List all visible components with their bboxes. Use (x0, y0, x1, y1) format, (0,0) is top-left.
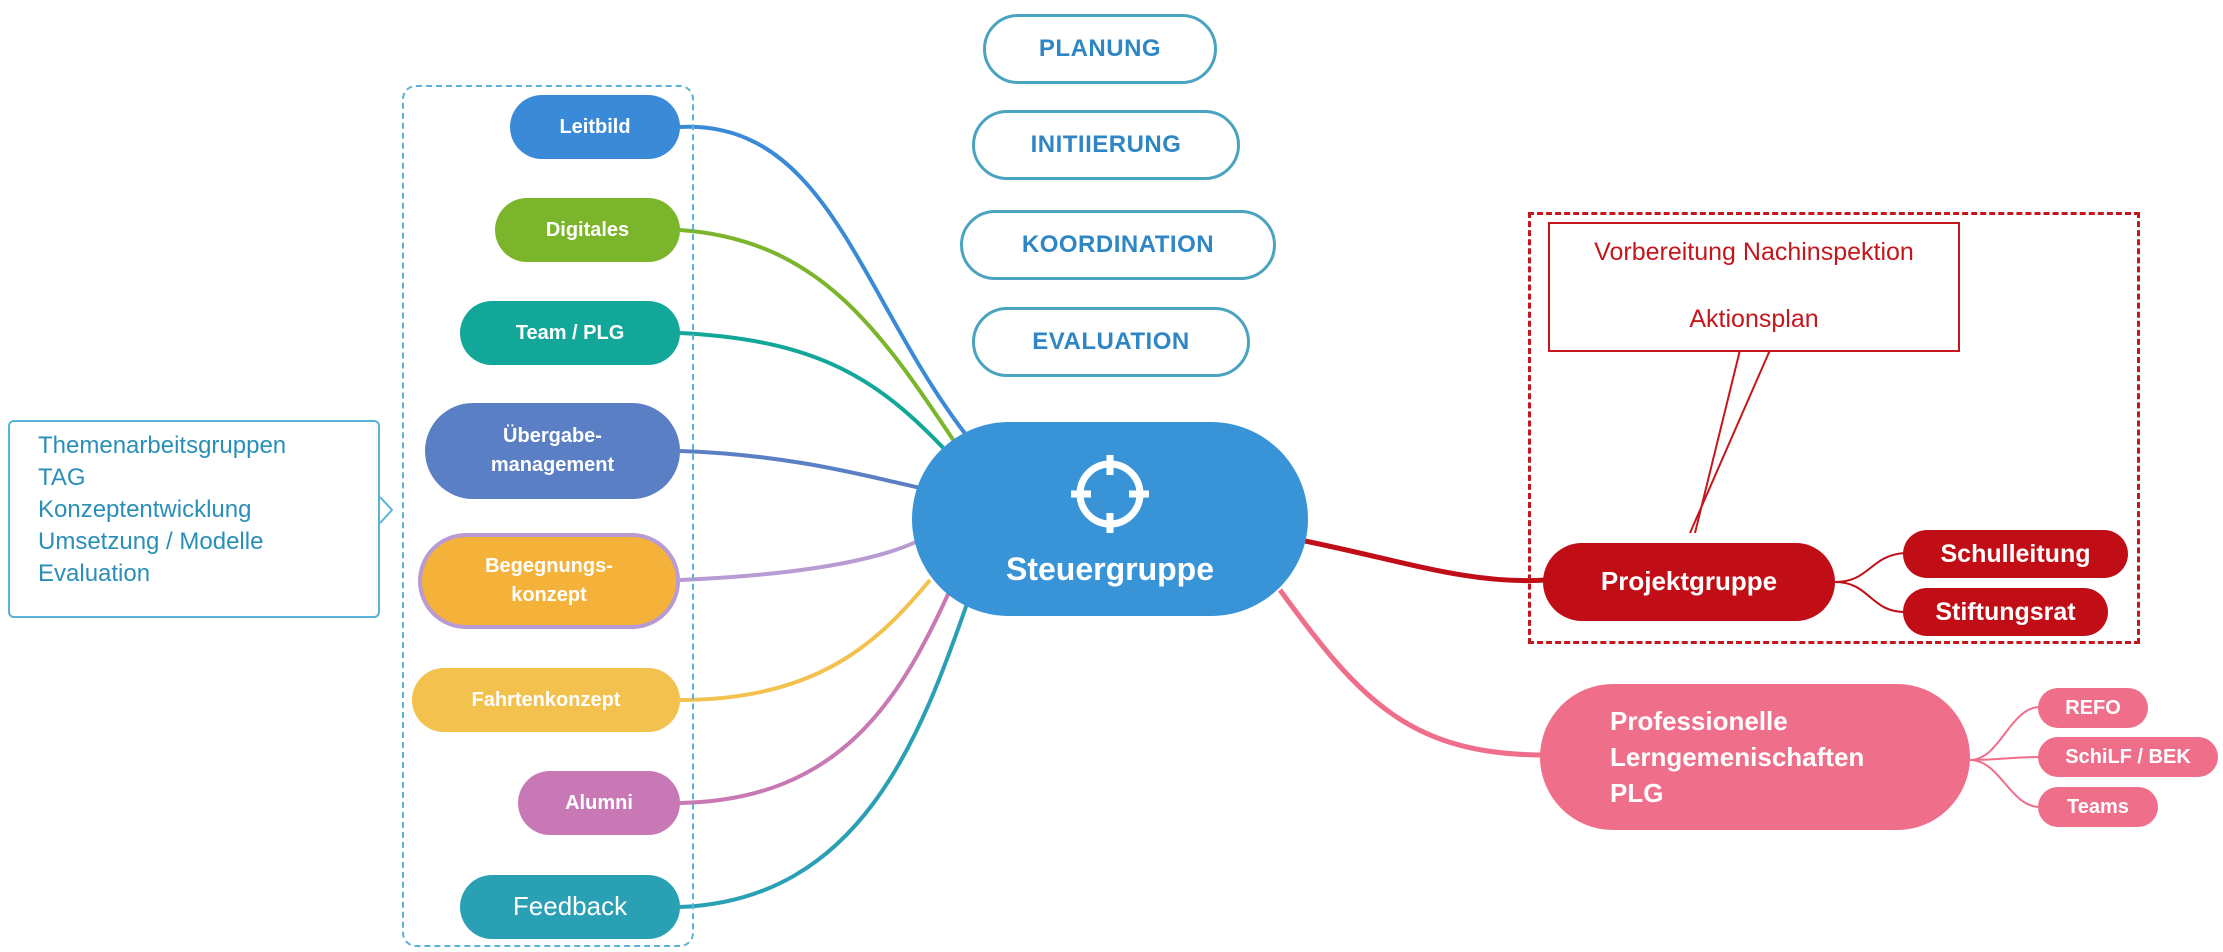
node-teams[interactable]: Teams (2038, 787, 2158, 827)
link-uebergabe (679, 449, 931, 492)
link-leitbild (679, 124, 972, 442)
link-team (679, 331, 952, 457)
link-plg (1277, 588, 1546, 758)
link-fahrten (679, 578, 932, 702)
callout-projekt-line-1: Vorbereitung Nachinspektion (1594, 238, 1914, 266)
callout-projekt-box (1548, 222, 1960, 352)
role-evaluation: EVALUATION (972, 307, 1250, 377)
callout-left-text: Themenarbeitsgruppen TAG Konzeptentwickl… (38, 432, 287, 587)
link-schilf (1969, 756, 2041, 761)
link-teams (1969, 759, 2041, 808)
node-feedback[interactable]: Feedback (460, 875, 680, 939)
role-initiierung: INITIIERUNG (972, 110, 1240, 180)
node-team-plg[interactable]: Team / PLG (460, 301, 680, 365)
link-feedback (679, 594, 972, 909)
node-leitbild[interactable]: Leitbild (510, 95, 680, 159)
link-projekt (1299, 537, 1546, 584)
node-digitales[interactable]: Digitales (495, 198, 680, 262)
central-node[interactable]: Steuergruppe (912, 422, 1308, 616)
callout-pointer-left (379, 496, 394, 524)
node-uebergabe[interactable]: Übergabe- management (425, 403, 680, 499)
node-projektgruppe[interactable]: Projektgruppe (1543, 543, 1835, 621)
crosshair-icon (1071, 454, 1149, 533)
node-schilf-bek[interactable]: SchiLF / BEK (2038, 737, 2218, 777)
node-alumni[interactable]: Alumni (518, 771, 680, 835)
node-begegnung[interactable]: Begegnungs- konzept (418, 533, 680, 629)
role-koordination: KOORDINATION (960, 210, 1276, 280)
left-group-box (402, 85, 694, 947)
role-planung: PLANUNG (983, 14, 1217, 84)
callout-projekt-line-2: Aktionsplan (1689, 305, 1819, 333)
node-schulleitung[interactable]: Schulleitung (1903, 530, 2128, 578)
node-stiftungsrat[interactable]: Stiftungsrat (1903, 588, 2108, 636)
link-stiftungsrat (1834, 581, 1906, 613)
node-refo[interactable]: REFO (2038, 688, 2148, 728)
link-digitales (679, 228, 962, 452)
link-refo (1969, 706, 2041, 761)
projekt-group-box (1528, 212, 2140, 644)
callout-left-box (8, 420, 380, 618)
link-alumni (679, 589, 952, 805)
link-schulleitung (1834, 552, 1906, 583)
link-begegnung (679, 538, 921, 582)
central-label: Steuergruppe (1005, 550, 1215, 587)
node-fahrten[interactable]: Fahrtenkonzept (412, 668, 680, 732)
node-plg[interactable]: Professionelle Lerngemenischaften PLG (1540, 684, 1970, 830)
